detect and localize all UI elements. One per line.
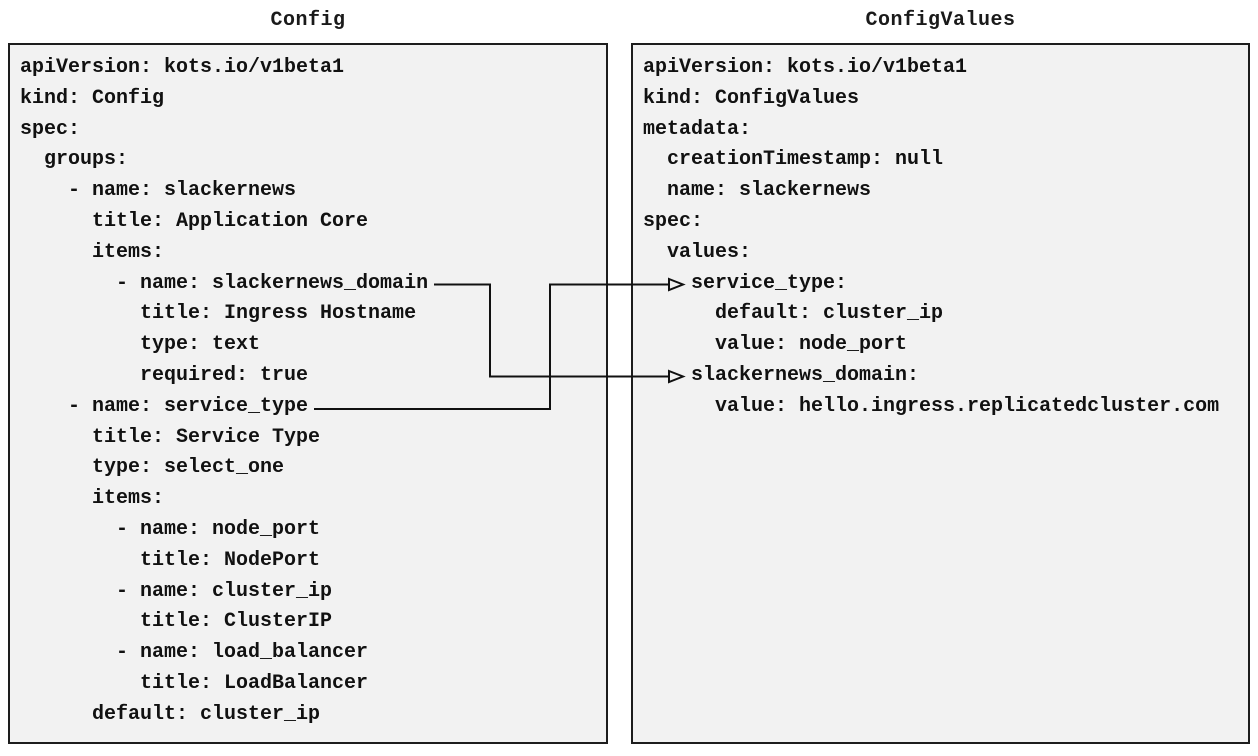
configvalues-yaml-code: apiVersion: kots.io/v1beta1 kind: Config… <box>643 56 1220 418</box>
config-panel-title: Config <box>270 9 346 32</box>
config-panel: apiVersion: kots.io/v1beta1 kind: Config… <box>8 43 608 744</box>
configvalues-panel: apiVersion: kots.io/v1beta1 kind: Config… <box>631 43 1250 744</box>
config-yaml-code: apiVersion: kots.io/v1beta1 kind: Config… <box>20 56 429 726</box>
configvalues-panel-title: ConfigValues <box>865 9 1016 32</box>
